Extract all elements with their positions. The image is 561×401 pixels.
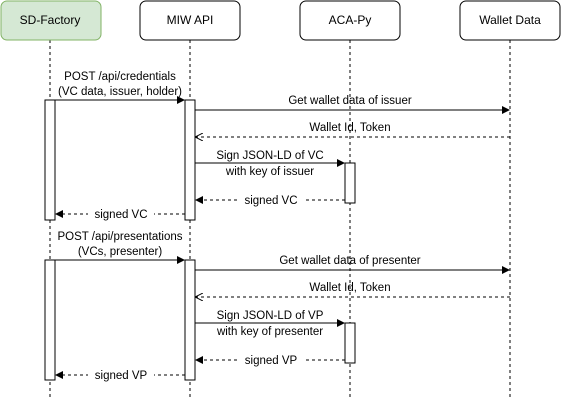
activation-aca-py-1 <box>344 162 356 204</box>
svg-text:Wallet Id, Token: Wallet Id, Token <box>309 282 390 294</box>
svg-text:Wallet Id, Token: Wallet Id, Token <box>309 122 390 134</box>
participant-aca-py[interactable]: ACA-Py <box>299 0 401 41</box>
message-signed-vc-to-factory: signed VC <box>55 206 185 221</box>
participant-label: Wallet Data <box>479 13 541 27</box>
activation-miw-api-1 <box>184 99 196 221</box>
svg-text:Get wallet data of issuer: Get wallet data of issuer <box>288 95 412 107</box>
message-wallet-id-token-2: Wallet Id, Token <box>196 282 510 297</box>
activation-sd-factory-2 <box>44 259 56 381</box>
message-post-presentations: POST /api/presentations (VCs, presenter) <box>55 231 185 264</box>
svg-text:signed VP: signed VP <box>95 370 148 382</box>
message-sign-vp: Sign JSON-LD of VP with key of presenter <box>195 310 345 338</box>
message-post-credentials: POST /api/credentials (VC data, issuer, … <box>55 71 185 104</box>
activation-miw-api-2 <box>184 259 196 381</box>
activation-aca-py-2 <box>344 322 356 364</box>
svg-text:Get wallet data of presenter: Get wallet data of presenter <box>279 255 420 267</box>
message-get-wallet-presenter: Get wallet data of presenter <box>195 255 510 274</box>
participant-sd-factory[interactable]: SD-Factory <box>0 0 102 41</box>
svg-text:(VCs, presenter): (VCs, presenter) <box>78 246 163 258</box>
svg-text:with key of presenter: with key of presenter <box>216 326 323 338</box>
message-signed-vc-from-acapy: signed VC <box>195 192 345 207</box>
participant-miw-api[interactable]: MIW API <box>139 0 241 41</box>
svg-text:(VC data, issuer, holder): (VC data, issuer, holder) <box>58 86 182 98</box>
svg-text:signed VP: signed VP <box>245 355 298 367</box>
svg-text:Sign JSON-LD of VP: Sign JSON-LD of VP <box>217 310 324 322</box>
svg-text:with key of issuer: with key of issuer <box>225 166 314 178</box>
participant-label: SD-Factory <box>20 13 81 27</box>
message-wallet-id-token-1: Wallet Id, Token <box>196 122 510 137</box>
svg-text:Sign JSON-LD of VC: Sign JSON-LD of VC <box>216 150 323 162</box>
message-get-wallet-issuer: Get wallet data of issuer <box>195 95 510 114</box>
activation-sd-factory-1 <box>44 99 56 221</box>
svg-text:POST /api/presentations: POST /api/presentations <box>57 231 182 243</box>
message-signed-vp-to-factory: signed VP <box>55 367 185 382</box>
participant-label: MIW API <box>167 13 214 27</box>
svg-text:signed VC: signed VC <box>94 209 147 221</box>
participant-wallet-data[interactable]: Wallet Data <box>459 0 561 41</box>
svg-text:signed VC: signed VC <box>244 195 297 207</box>
message-sign-vc: Sign JSON-LD of VC with key of issuer <box>195 150 345 178</box>
message-signed-vp-from-acapy: signed VP <box>195 352 345 367</box>
svg-text:POST /api/credentials: POST /api/credentials <box>64 71 176 83</box>
participant-label: ACA-Py <box>329 13 372 27</box>
